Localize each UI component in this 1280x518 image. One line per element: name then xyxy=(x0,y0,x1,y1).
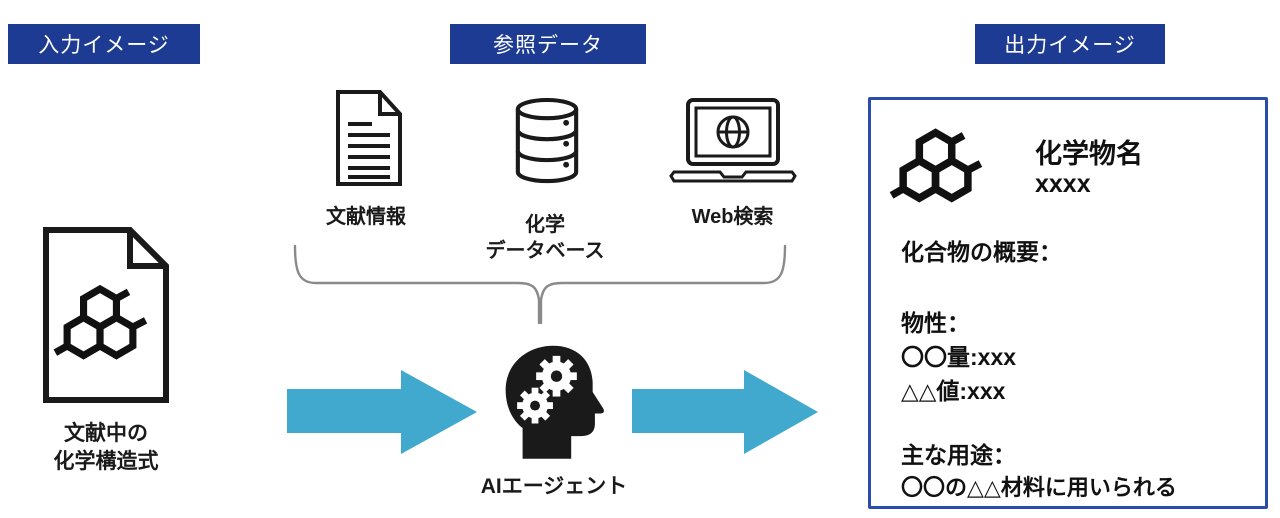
reference-badge-label: 参照データ xyxy=(493,34,603,57)
database-label-line2: データベース xyxy=(485,240,605,262)
document-chemical-structure-icon xyxy=(43,227,169,403)
web-search-label: Web検索 xyxy=(691,206,774,228)
database-icon xyxy=(515,97,579,184)
brace-connector xyxy=(293,244,787,325)
web-search-caption: Web検索 xyxy=(660,204,805,230)
literature-label: 文献情報 xyxy=(326,206,406,228)
input-caption-line2: 化学構造式 xyxy=(53,450,159,473)
input-caption: 文献中の 化学構造式 xyxy=(20,420,192,476)
uses-label: 主な用途： xyxy=(901,442,1016,468)
output-card: 化学物名 xxxx 化合物の概要： 物性： 〇〇量:xxx △△値:xxx 主な… xyxy=(868,97,1268,509)
input-section-badge: 入力イメージ xyxy=(8,24,200,64)
agent-caption: AIエージェント xyxy=(470,474,638,500)
chem-name-value: xxxx xyxy=(1035,170,1091,198)
input-badge-label: 入力イメージ xyxy=(38,34,170,57)
head-gears-icon xyxy=(505,345,604,459)
output-badge-label: 出力イメージ xyxy=(1004,34,1136,57)
database-caption: 化学 データベース xyxy=(465,212,625,264)
uses-value: 〇〇の△△材料に用いられる xyxy=(901,475,1177,500)
overview-label: 化合物の概要： xyxy=(901,239,1062,265)
property-2: △△値:xxx xyxy=(901,378,1006,404)
properties-label: 物性： xyxy=(901,310,970,336)
agent-label: AIエージェント xyxy=(480,475,628,498)
database-label-line1: 化学 xyxy=(525,214,565,236)
reference-section-badge: 参照データ xyxy=(450,24,646,64)
chemical-structure-icon xyxy=(889,128,983,203)
arrow-input-to-agent-icon xyxy=(287,370,477,454)
input-caption-line1: 文献中の xyxy=(64,422,148,445)
property-1: 〇〇量:xxx xyxy=(901,344,1017,370)
document-text-icon xyxy=(336,90,402,186)
arrow-agent-to-output-icon xyxy=(632,370,818,454)
laptop-globe-icon xyxy=(669,98,797,183)
output-section-badge: 出力イメージ xyxy=(975,24,1165,64)
chem-name-label: 化学物名 xyxy=(1035,139,1143,169)
literature-caption: 文献情報 xyxy=(300,204,432,230)
